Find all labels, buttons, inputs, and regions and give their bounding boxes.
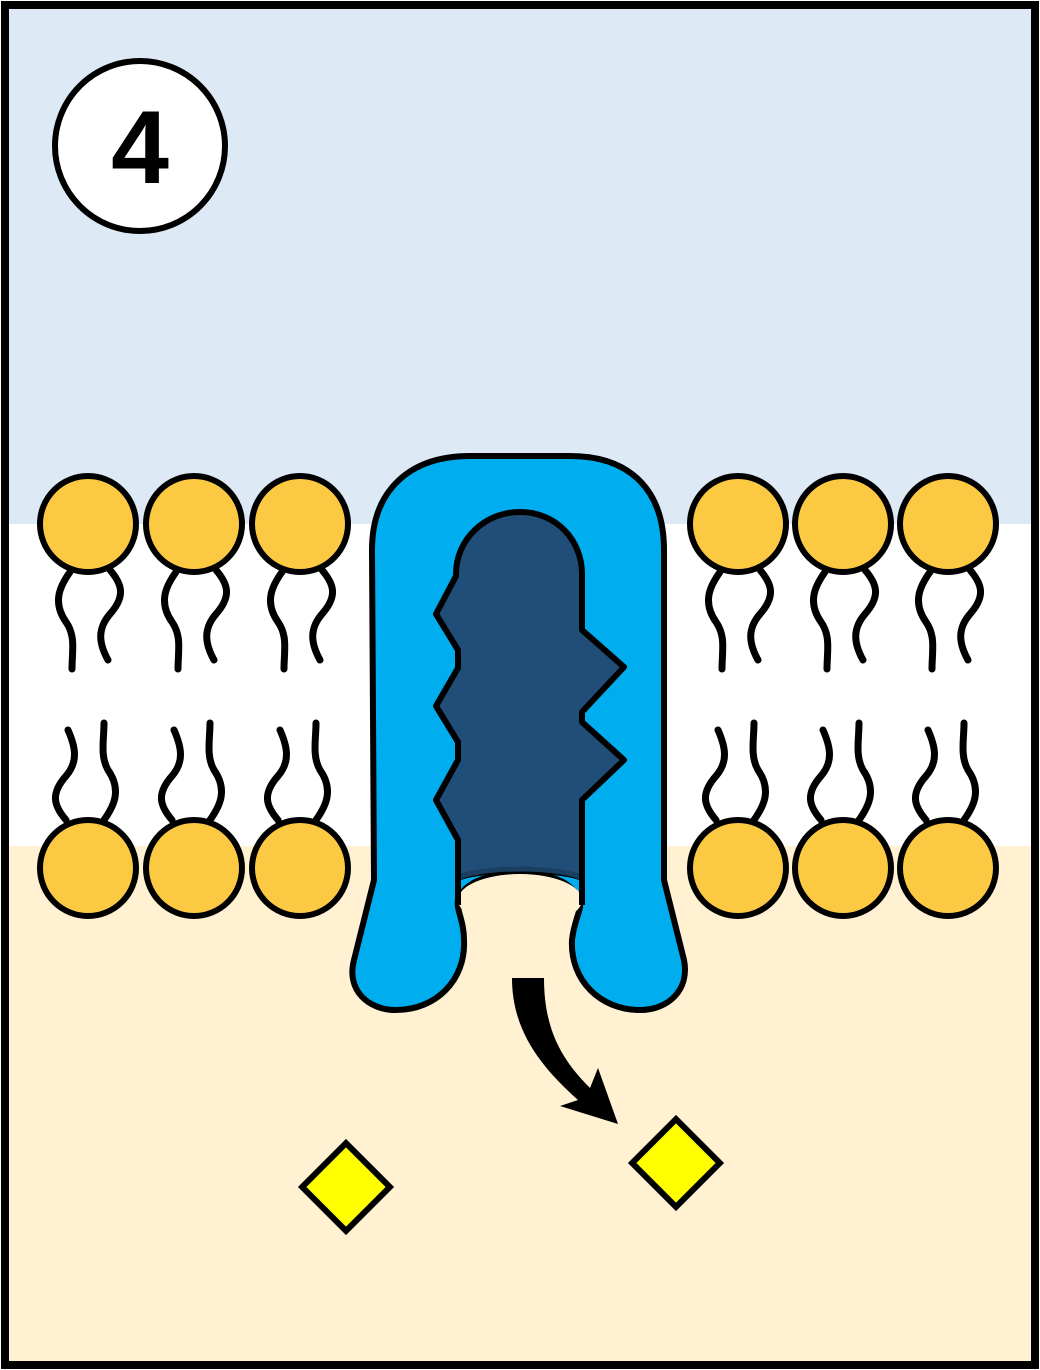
channel-opening [458,874,582,926]
step-number-badge: 4 [52,58,228,234]
step-number: 4 [111,90,169,206]
cytoplasm-region [8,846,1032,1362]
solute-molecules [297,1114,725,1236]
release-arrow-icon [512,978,618,1124]
solute-diamond-released [627,1114,725,1212]
solute-diamond [297,1138,395,1236]
transporter-protein [349,453,688,1013]
